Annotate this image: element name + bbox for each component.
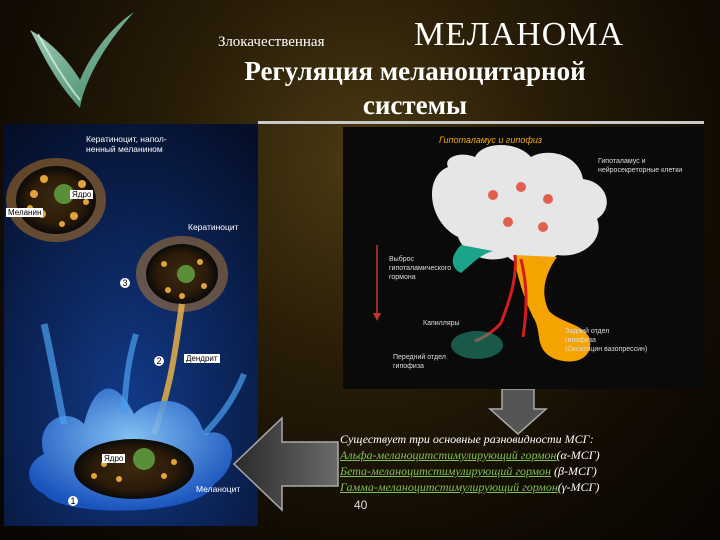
label-keratinocyte-filled: Кератиноцит, напол- ненный меланином [86,134,167,154]
alpha-msh-link[interactable]: Альфа-меланоцитстимулирующий гормон [340,448,557,462]
melanocyte-drawing [4,124,258,526]
left-arrow-icon [232,416,339,512]
msh-info-block: Существует три основные разновидности МС… [340,431,710,495]
label-keratinocyte: Кератиноцит [188,222,239,232]
gamma-msh-abbr: (γ-МСГ) [557,480,600,494]
marker-2: 2 [154,356,164,366]
label-hormone-release: Выброс гипоталамического гормона [389,256,452,281]
title-row: Злокачественная МЕЛАНОМА [0,8,720,53]
title-prefix: Злокачественная [218,34,325,50]
gamma-msh-link[interactable]: Гамма-меланоцитстимулирующий гормон [340,480,558,494]
page-title: МЕЛАНОМА [414,16,625,53]
heading-line-2: системы [362,90,468,120]
down-arrow-icon [488,389,548,435]
page-number: 40 [354,498,368,512]
checkmark-logo-icon [30,12,134,108]
beta-msh-abbr: (β-МСГ) [551,464,597,478]
msh-gamma-line: Гамма-меланоцитстимулирующий гормон(γ-МС… [340,479,710,495]
pituitary-drawing [343,127,704,389]
figure-title: Гипоталамус и гипофиз [439,135,543,145]
divider [258,121,704,124]
marker-3: 3 [120,278,130,288]
label-nucleus-top: Ядро [70,190,94,199]
msh-intro: Существует три основные разновидности МС… [340,432,594,446]
alpha-msh-abbr: (α-МСГ) [556,448,600,462]
heading-line-1: Регуляция меланоцитарной [244,56,586,86]
hypothalamus-illustration: Гипоталамус и гипофиз Гипоталамус и нейр… [343,127,704,389]
label-posterior-lobe: Задний отдел гипофиза (Окситоцин вазопре… [565,328,648,353]
label-melanin: Меланин [6,208,44,217]
label-hypothalamus-cells: Гипоталамус и нейросекреторные клетки [598,158,683,174]
label-melanocyte: Меланоцит [196,484,241,494]
label-capillaries: Капилляры [423,320,460,327]
label-dendrite: Дендрит [184,354,220,363]
beta-msh-link[interactable]: Бета-меланоцитстимулирующий гормон [340,464,552,478]
label-anterior-lobe: Передний отдел гипофиза [393,354,446,370]
msh-beta-line: Бета-меланоцитстимулирующий гормон (β-МС… [340,463,710,479]
msh-alpha-line: Альфа-меланоцитстимулирующий гормон(α-МС… [340,447,710,463]
label-nucleus-bottom: Ядро [102,454,126,463]
melanocyte-illustration: Кератиноцит, напол- ненный меланином Ядр… [4,124,258,526]
marker-1: 1 [68,496,78,506]
